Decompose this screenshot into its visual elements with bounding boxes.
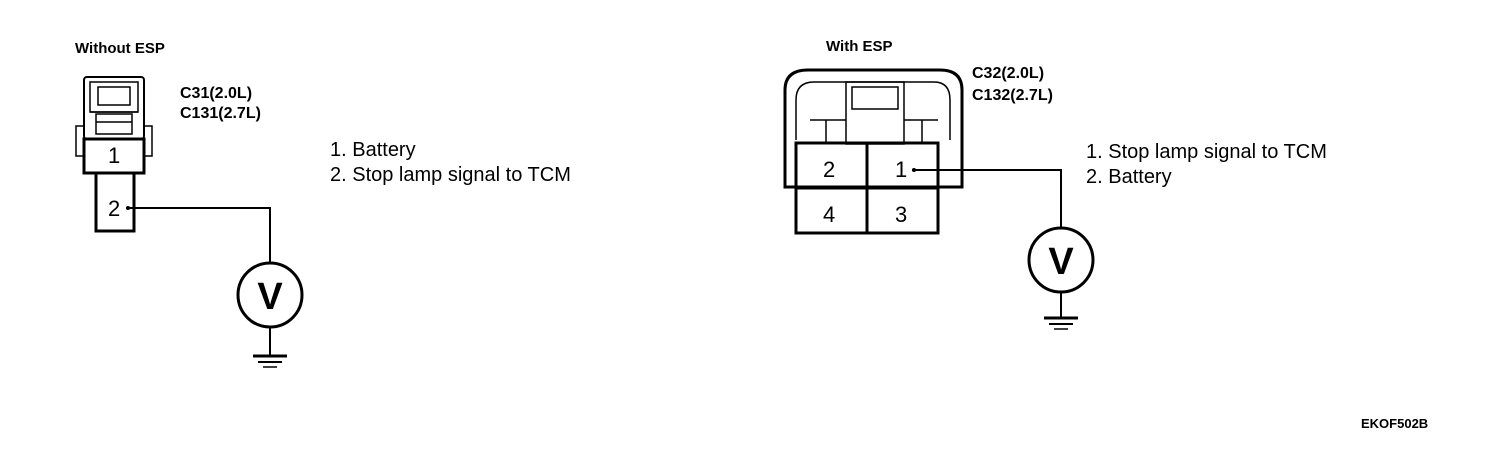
right-probe-wire xyxy=(926,169,1062,228)
right-pin-3-label: 3 xyxy=(895,202,907,227)
left-code-1: C31(2.0L) xyxy=(180,85,252,102)
right-pin-list-1: 1. Stop lamp signal to TCM xyxy=(1086,141,1327,163)
left-pin-2-label: 2 xyxy=(108,196,120,221)
right-ground-icon xyxy=(1044,292,1078,330)
left-pin-list-1: 1. Battery xyxy=(330,139,416,161)
left-pin-1-label: 1 xyxy=(108,143,120,168)
right-pin-1-label: 1 xyxy=(895,157,907,182)
right-title: With ESP xyxy=(826,38,893,55)
right-code-2: C132(2.7L) xyxy=(972,87,1053,104)
left-ground-icon xyxy=(253,327,287,368)
right-connector-group: With ESP 2 1 4 3 V xyxy=(783,38,1327,330)
left-code-2: C131(2.7L) xyxy=(180,105,261,122)
left-pin-list-2: 2. Stop lamp signal to TCM xyxy=(330,164,571,186)
left-title: Without ESP xyxy=(75,40,165,57)
right-pin-4-label: 4 xyxy=(823,202,835,227)
left-connector-group: Without ESP 1 2 V xyxy=(75,40,571,368)
figure-id: EKOF502B xyxy=(1361,416,1428,431)
right-pin-grid xyxy=(794,141,940,235)
left-voltmeter-label: V xyxy=(257,276,283,318)
right-code-1: C32(2.0L) xyxy=(972,65,1044,82)
right-pin-list-2: 2. Battery xyxy=(1086,166,1172,188)
left-pin-2-cell xyxy=(94,171,136,233)
right-voltmeter-label: V xyxy=(1048,241,1074,283)
left-probe-wire xyxy=(134,207,271,263)
right-pin-2-label: 2 xyxy=(823,157,835,182)
